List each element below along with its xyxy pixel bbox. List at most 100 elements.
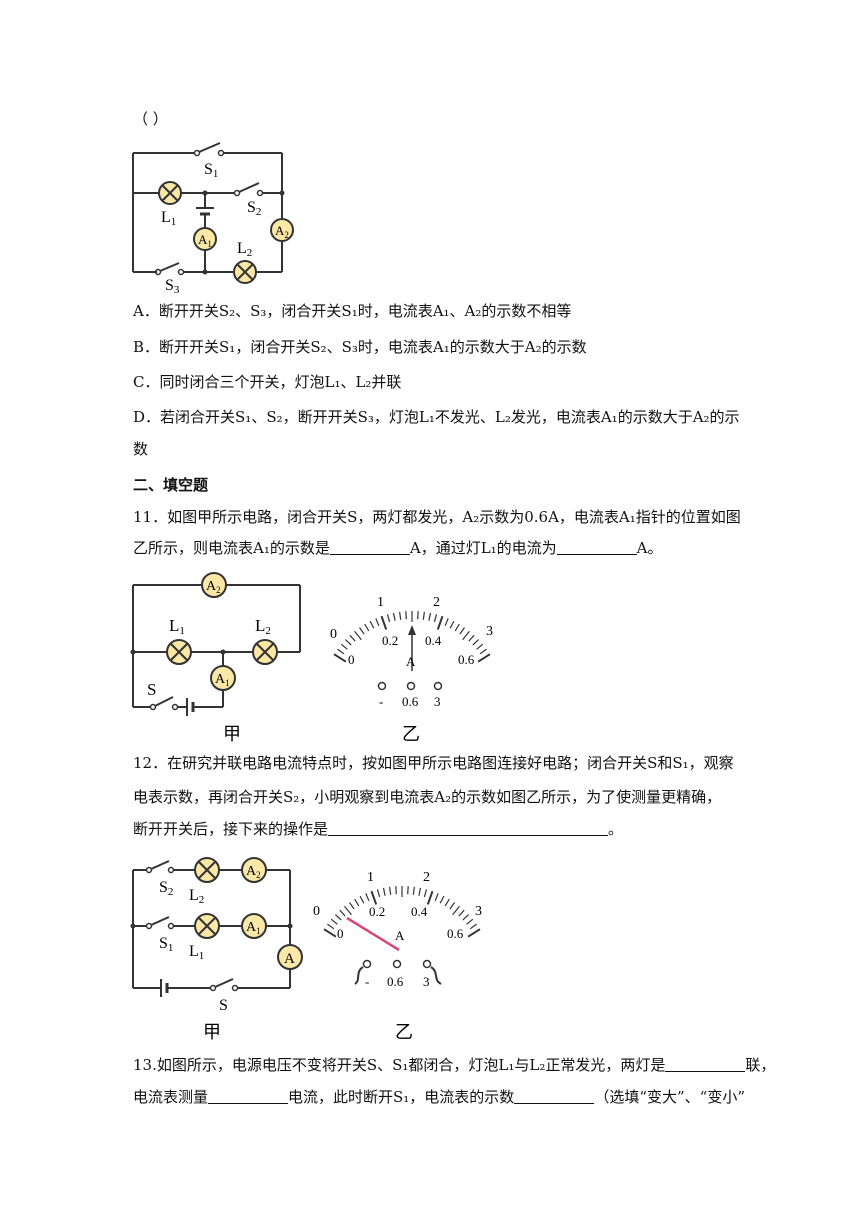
terminal-3 [433, 681, 443, 691]
q11-text-a: 乙所示，则电流表A₁的示数是 [133, 539, 330, 557]
circuit-diagram-q10: S1 L1 S2 A1 A2 L2 S3 [132, 142, 294, 295]
label-l1: L1 [161, 209, 176, 228]
scale-bottom-0: 0 [337, 926, 344, 941]
dial-tick [433, 614, 438, 623]
unit-label: A [395, 928, 405, 943]
terminal-neg [362, 959, 372, 969]
dial-tick [468, 634, 475, 642]
q11-blank-1[interactable] [329, 538, 410, 555]
figure-label-jia: 甲 [203, 1022, 221, 1042]
dial-tick [479, 648, 487, 655]
dial-tick [349, 902, 355, 910]
scale-top-0: 0 [330, 627, 337, 642]
dial-tick [462, 630, 470, 641]
label-s1: S1 [204, 161, 218, 180]
label-l2: L2 [237, 240, 252, 259]
dial-tick [428, 612, 432, 621]
q13-line2: 电流表测量 电流，此时断开S₁，电流表的示数 （选填“变大”、“变小” [133, 1086, 745, 1108]
label-l2: L2 [255, 616, 271, 637]
dial-tick [380, 615, 388, 630]
q13-blank-2[interactable] [208, 1087, 289, 1104]
label-s1: S1 [159, 935, 173, 954]
terminal-label-0-6: 0.6 [402, 694, 419, 709]
dial-tick [359, 627, 365, 635]
dial-tick [369, 620, 375, 629]
dial-tick [386, 614, 391, 623]
terminal-neg [377, 681, 387, 691]
q12-line3: 断开开关后，接下来的操作是 。 [133, 818, 623, 840]
dial-tick [426, 890, 434, 905]
dial-tick [454, 623, 460, 632]
q13-blank-3[interactable] [514, 1087, 595, 1104]
scale-bottom-2: 0.4 [411, 904, 428, 919]
dial-tick [469, 923, 477, 930]
scale-top-0: 0 [313, 904, 320, 919]
scale-top-3: 3 [475, 904, 482, 919]
dial-tick [423, 889, 428, 898]
dial-tick [405, 611, 407, 620]
q12-text-a: 断开开关后，接下来的操作是 [133, 820, 329, 838]
q13-text-d: 电流，此时断开S₁，电流表的示数 [288, 1088, 515, 1106]
q12-line1: 12．在研究并联电路电流特点时，按如图甲所示电路图连接好电路；闭合开关S和S₁，… [133, 754, 734, 772]
scale-bottom-0: 0 [348, 652, 355, 667]
label-l2: L2 [189, 887, 204, 906]
dial-tick [375, 618, 380, 627]
unit-label: A [406, 654, 416, 669]
label-a2: A2 [275, 223, 289, 240]
dial-tick [439, 895, 445, 904]
q13-text-b: 联， [745, 1056, 776, 1074]
scale-top-1: 1 [377, 595, 384, 610]
dial-tick [417, 611, 419, 620]
dial-tick [395, 886, 397, 895]
dial-tick [354, 630, 362, 641]
q12-text-b: 。 [608, 820, 624, 838]
label-a1: A1 [198, 232, 212, 249]
dial-tick [418, 887, 422, 896]
q13-text-a: 13.如图所示，电源电压不变将开关S、S₁都闭合，灯泡L₁与L₂正常发光，两灯是 [133, 1056, 666, 1074]
label-a1: A1 [215, 672, 230, 688]
terminal-label-3: 3 [434, 694, 441, 709]
q13-text-c: 电流表测量 [133, 1088, 209, 1106]
q13-text-e: （选填“变大”、“变小” [594, 1088, 745, 1106]
terminal-label-0-6: 0.6 [387, 974, 404, 989]
q11-text-c: A。 [636, 539, 663, 557]
q12-blank[interactable] [328, 819, 609, 836]
q11-text-b: A，通过灯L₁的电流为 [409, 539, 557, 557]
q11-blank-2[interactable] [556, 538, 637, 555]
terminal-0-6 [392, 959, 402, 969]
scale-top-1: 1 [367, 870, 374, 885]
dial-tick [364, 623, 370, 632]
q13-blank-1[interactable] [665, 1055, 746, 1072]
dial-tick [399, 611, 402, 620]
figure-label-jia: 甲 [223, 724, 241, 744]
circuit-diagram-q11-jia: A2 L1 L2 A1 S 甲 [130, 572, 301, 744]
option-b: B．断开开关S₁，闭合开关S₂、S₃时，电流表A₁的示数大于A₂的示数 [133, 338, 587, 356]
terminal-label-3: 3 [423, 974, 430, 989]
dial-tick [344, 905, 352, 916]
answer-paren: （ ） [133, 110, 168, 128]
dial-tick [389, 886, 392, 895]
dial-tick [359, 895, 365, 904]
q13-line1: 13.如图所示，电源电压不变将开关S、S₁都闭合，灯泡L₁与L₂正常发光，两灯是… [133, 1054, 775, 1076]
dial-tick [472, 639, 480, 646]
label-l1: L1 [189, 943, 204, 962]
dial-tick [459, 627, 465, 635]
dial-tick [466, 918, 474, 925]
option-d-cont: 数 [133, 440, 149, 458]
dial-tick [382, 887, 386, 896]
option-d: D．若闭合开关S₁、S₂，断开开关S₃，灯泡L₁不发光、L₂发光，电流表A₁的示… [133, 408, 740, 426]
dial-tick [337, 648, 345, 655]
dial-ticks [333, 611, 491, 663]
figure-label-yi: 乙 [402, 724, 420, 744]
scale-top-2: 2 [433, 595, 440, 610]
label-s: S [147, 680, 156, 699]
option-c: C．同时闭合三个开关，灯泡L₁、L₂并联 [133, 373, 402, 391]
q12-line2: 电表示数，再闭合开关S₂，小明观察到电流表A₂的示数如图乙所示，为了使测量更精确… [133, 788, 722, 806]
dial-tick [449, 620, 455, 629]
dial-tick [452, 905, 460, 916]
label-l1: L1 [169, 616, 185, 637]
dial-tick [458, 909, 465, 917]
scale-top-3: 3 [486, 624, 493, 639]
scale-bottom-2: 0.4 [425, 633, 442, 648]
dial-tick [330, 918, 338, 925]
